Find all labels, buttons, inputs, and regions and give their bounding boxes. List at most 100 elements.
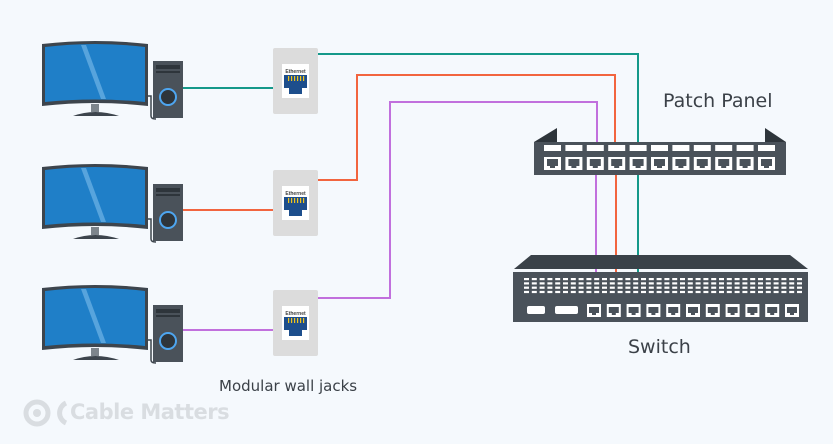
vent-slot [539,286,545,289]
vent-slot [609,282,615,285]
vent-slot [531,290,537,294]
vent-slot [719,290,724,294]
screen-glare [81,45,106,99]
patch-panel-label: Patch Panel [663,90,773,112]
vent-slot [726,286,732,289]
wall-jack-2: Ethernet [273,170,318,236]
vent-slot [555,286,561,289]
vent-slot [594,290,600,294]
jack-pin [291,76,293,81]
vent-slot [664,290,670,294]
vent-slot [594,286,600,289]
vent-slot [586,286,592,289]
rj45-port-icon [608,307,619,315]
vent-slot [656,286,662,289]
vent-slot [563,282,568,285]
wall-jack-1: Ethernet [273,48,318,114]
vent-slot [781,286,787,289]
port-label-slot [565,145,583,151]
serial-port [555,306,578,314]
vent-slot [578,286,584,289]
port-label-slot [629,145,647,151]
screen-glare [81,168,106,222]
port-label-slot [651,145,668,151]
vent-slot [750,290,756,294]
rj45-port-icon [761,159,772,168]
vent-slot [687,282,693,285]
vent-slot [695,278,701,281]
vent-slot [734,278,740,281]
rj45-port-icon [787,307,797,315]
wall-jacks-label: Modular wall jacks [219,377,358,395]
vent-slot [773,286,779,289]
vent-slot [570,282,576,285]
monitor-cable [148,218,157,243]
logo-dot [33,409,41,417]
network-switch [513,255,808,322]
patch-panel-ear [765,128,786,142]
vent-slot [672,286,678,289]
rj45-port-icon [648,307,659,315]
vent-slot [742,282,748,285]
vent-slot [711,286,717,289]
vent-slot [687,278,693,281]
jack-pin [294,198,296,203]
jack-pin [294,318,296,323]
vent-slot [726,290,732,294]
vent-slot [765,286,771,289]
power-button-icon [159,332,177,350]
vent-slot [765,282,771,285]
jack-pin [300,318,302,323]
vent-slot [570,286,576,289]
vent-slot [609,290,615,294]
vent-slot [586,290,592,294]
jack-pin [297,198,299,203]
vent-slot [563,290,568,294]
vent-slot [797,282,802,285]
patch-panel-ear [534,128,557,142]
vent-slot [734,286,740,289]
tower-drive-bay [156,309,180,313]
monitor-neck [91,227,99,235]
vent-slot [617,282,623,285]
serial-port [527,306,545,314]
vent-slot [781,290,787,294]
vent-slot [586,278,592,281]
vent-slot [602,290,607,294]
vent-slot [672,290,678,294]
jack-pin [291,198,293,203]
vent-slot [547,290,553,294]
vent-slot [742,290,748,294]
switch-label: Switch [628,336,691,358]
vent-slot [524,278,529,281]
vent-slot [711,290,717,294]
port-label-slot [715,145,733,151]
vent-slot [726,282,732,285]
ethernet-cable-1 [183,53,639,308]
jack-pin [303,318,305,323]
monitor-cable [148,95,157,120]
vent-slot [594,282,600,285]
screen-glare [81,289,106,343]
tower-drive-bay [156,71,180,73]
vent-slot [633,286,639,289]
vent-slot [648,286,654,289]
vent-slot [602,278,607,281]
vent-slot [547,278,553,281]
power-button-icon [159,88,177,106]
vent-slot [617,278,623,281]
vent-slot [758,286,763,289]
port-label-slot [608,145,626,151]
vent-slot [765,278,771,281]
vent-slot [570,278,576,281]
vent-slot [563,286,568,289]
vent-slot [617,286,623,289]
rj45-port-icon [611,159,623,168]
rj45-port-icon [727,307,738,315]
vent-slot [570,290,576,294]
vent-slot [758,290,763,294]
tower-drive-bay [156,188,180,192]
vent-slot [765,290,771,294]
